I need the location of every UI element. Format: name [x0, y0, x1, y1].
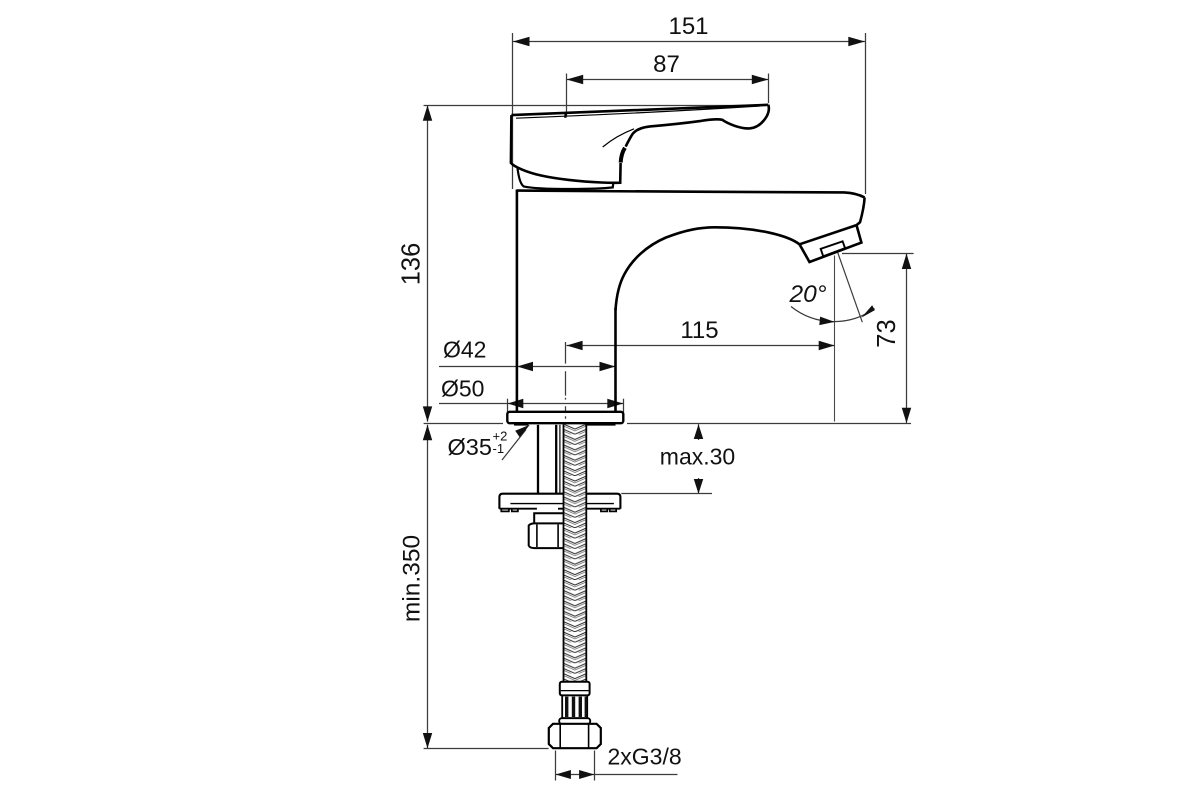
svg-text:+2: +2	[493, 429, 508, 444]
svg-text:-1: -1	[493, 441, 505, 456]
svg-text:20°: 20°	[788, 281, 826, 308]
svg-text:min.350: min.350	[398, 535, 425, 622]
svg-text:73: 73	[873, 319, 901, 347]
svg-text:151: 151	[668, 13, 708, 40]
svg-text:136: 136	[397, 243, 425, 286]
svg-text:115: 115	[680, 317, 718, 344]
svg-text:max.30: max.30	[660, 443, 735, 469]
svg-text:Ø42: Ø42	[443, 337, 486, 363]
svg-text:2xG3/8: 2xG3/8	[608, 744, 682, 770]
svg-text:Ø35: Ø35	[448, 434, 492, 460]
svg-text:87: 87	[653, 51, 680, 78]
svg-text:Ø50: Ø50	[441, 375, 484, 401]
